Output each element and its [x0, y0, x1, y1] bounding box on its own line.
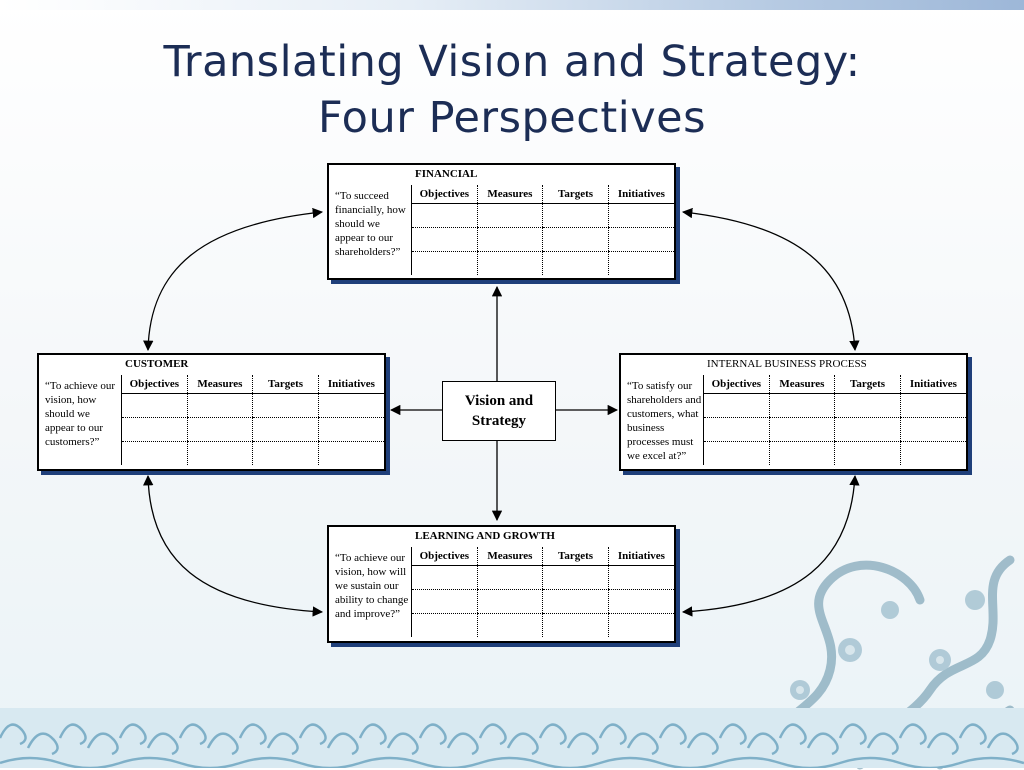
slide-title: Translating Vision and Strategy: Four Pe…	[0, 34, 1024, 146]
learning-growth-perspective-box: LEARNING AND GROWTH “To achieve our visi…	[327, 525, 676, 643]
col-initiatives: Initiatives	[899, 375, 966, 394]
learning-growth-question: “To achieve our vision, how will we sust…	[335, 552, 409, 620]
col-initiatives: Initiatives	[607, 547, 674, 566]
col-targets: Targets	[542, 547, 609, 566]
table-row	[411, 203, 674, 228]
table-row	[411, 589, 674, 614]
customer-question: “To achieve our vision, how should we ap…	[45, 380, 116, 448]
vision-line-2: Strategy	[471, 413, 527, 429]
financial-perspective-box: FINANCIAL “To succeed financially, how s…	[327, 163, 676, 280]
curve-customer-financial	[143, 207, 324, 352]
financial-heading: FINANCIAL	[415, 168, 478, 180]
table-row	[411, 565, 674, 590]
internal-process-measures-table: Objectives Measures Targets Initiatives	[703, 375, 966, 465]
col-initiatives: Initiatives	[607, 185, 674, 204]
learning-growth-heading: LEARNING AND GROWTH	[415, 530, 555, 542]
table-row	[121, 441, 384, 465]
top-accent-bar	[0, 0, 1024, 10]
vision-and-strategy-box: Vision and Strategy	[442, 381, 556, 441]
table-row	[121, 393, 384, 418]
col-objectives: Objectives	[411, 185, 478, 204]
table-row	[703, 441, 966, 465]
col-measures: Measures	[768, 375, 835, 394]
col-objectives: Objectives	[411, 547, 478, 566]
col-targets: Targets	[252, 375, 319, 394]
table-row	[411, 613, 674, 637]
col-objectives: Objectives	[121, 375, 188, 394]
col-objectives: Objectives	[703, 375, 770, 394]
col-targets: Targets	[834, 375, 901, 394]
table-row	[703, 417, 966, 442]
table-row	[703, 393, 966, 418]
financial-measures-table: Objectives Measures Targets Initiatives	[411, 185, 674, 275]
table-row	[411, 227, 674, 252]
table-row	[121, 417, 384, 442]
slide-title-line-2: Four Perspectives	[317, 93, 707, 143]
table-row	[411, 251, 674, 275]
financial-question: “To succeed financially, how should we a…	[335, 190, 406, 258]
wave-pattern	[0, 708, 1024, 768]
internal-process-perspective-box: INTERNAL BUSINESS PROCESS “To satisfy ou…	[619, 353, 968, 471]
curve-customer-learning	[143, 474, 324, 617]
customer-perspective-box: CUSTOMER “To achieve our vision, how sho…	[37, 353, 386, 471]
customer-measures-table: Objectives Measures Targets Initiatives	[121, 375, 384, 465]
curve-internal-learning	[681, 474, 860, 617]
col-measures: Measures	[476, 185, 543, 204]
col-targets: Targets	[542, 185, 609, 204]
vision-line-1: Vision and	[464, 393, 534, 409]
curve-financial-internal	[681, 207, 860, 352]
internal-process-heading: INTERNAL BUSINESS PROCESS	[707, 358, 867, 370]
col-initiatives: Initiatives	[317, 375, 384, 394]
slide-title-line-1: Translating Vision and Strategy:	[163, 37, 861, 87]
col-measures: Measures	[186, 375, 253, 394]
learning-growth-measures-table: Objectives Measures Targets Initiatives	[411, 547, 674, 637]
internal-process-question: “To satisfy our shareholders and custome…	[627, 380, 702, 462]
col-measures: Measures	[476, 547, 543, 566]
customer-heading: CUSTOMER	[125, 358, 189, 370]
